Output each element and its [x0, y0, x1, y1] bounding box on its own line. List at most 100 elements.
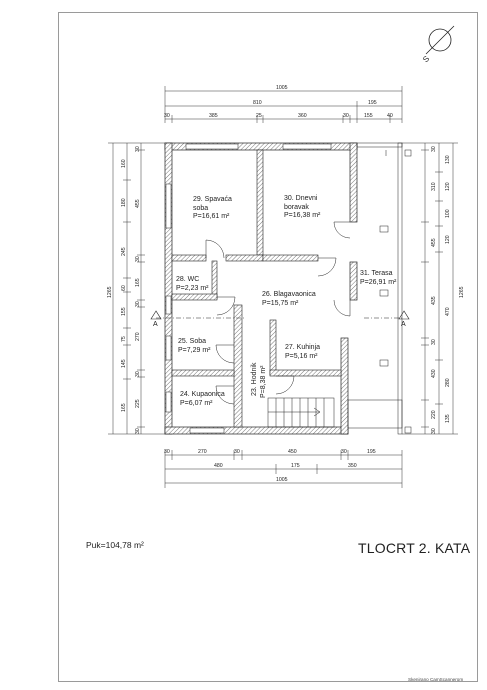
wall-right-lower	[340, 337, 349, 435]
top-dim-detail-7: 40	[387, 113, 393, 119]
right-dim-inner-8: 30	[431, 428, 437, 434]
section-label-left: A	[153, 321, 158, 328]
room-24-area: P=6,07 m²	[180, 400, 213, 407]
wall-kitchen-bottom	[269, 369, 342, 377]
right-dim-outer-7: 135	[445, 414, 451, 423]
room-28-name: 28. WC	[176, 276, 199, 283]
wall-wc-right	[211, 260, 218, 300]
left-dim-outer-8: 165	[121, 403, 127, 412]
left-dim-outer-2: 180	[121, 198, 127, 207]
right-dim-inner-7: 220	[431, 410, 437, 419]
right-dim-inner-6: 430	[431, 369, 437, 378]
bottom-dim-mid-3: 350	[348, 463, 357, 469]
left-dim-inner-6: 270	[135, 332, 141, 341]
left-dim-inner-5: 30	[135, 301, 141, 307]
terrace-outline	[347, 142, 412, 435]
section-label-right: A	[401, 321, 406, 328]
right-dim-inner-5: 30	[431, 339, 437, 345]
top-dim-total: 1005	[276, 85, 288, 91]
drawing-sheet-border	[58, 12, 478, 682]
staircase	[267, 397, 335, 428]
right-dim-inner-1: 30	[431, 146, 437, 152]
windows	[165, 143, 332, 434]
right-dim-inner-2: 310	[431, 182, 437, 191]
scan-credit: Skenirano CamScannerom	[408, 677, 464, 682]
bottom-dim-detail-4: 450	[288, 449, 297, 455]
bottom-dim-mid-1: 480	[214, 463, 223, 469]
top-dimensions	[164, 86, 403, 123]
room-31-area: P=26,91 m²	[360, 279, 397, 286]
bottom-dim-detail-2: 270	[198, 449, 207, 455]
top-dim-detail-6: 155	[364, 113, 373, 119]
left-dim-total: 1265	[107, 286, 113, 298]
room-30-name-line2: boravak	[284, 204, 309, 211]
room-28-area: P=2,23 m²	[176, 285, 209, 292]
top-dim-detail-5: 30	[343, 113, 349, 119]
left-dim-inner-1: 30	[135, 146, 141, 152]
right-dim-inner-4: 435	[431, 296, 437, 305]
wall-right-mid	[349, 261, 358, 301]
total-area-label: Puk=104,78 m²	[86, 540, 144, 550]
bottom-dimensions	[164, 450, 403, 488]
right-dim-outer-2: 120	[445, 182, 451, 191]
room-27-name: 27. Kuhinja	[285, 344, 320, 351]
room-23-area: P=8,38 m²	[260, 365, 267, 398]
top-dim-mid-1: 810	[253, 100, 262, 106]
wall-room-bath	[171, 369, 235, 377]
top-dim-detail-2: 385	[209, 113, 218, 119]
bottom-dim-detail-1: 30	[164, 449, 170, 455]
wall-wc-bottom	[171, 293, 218, 301]
left-dim-inner-7: 30	[135, 371, 141, 377]
room-26-name: 26. Blagavaonica	[262, 291, 316, 298]
top-dim-detail-1: 30	[164, 113, 170, 119]
room-29-area: P=16,61 m²	[193, 213, 230, 220]
left-dim-outer-1: 160	[121, 159, 127, 168]
top-dim-detail-3: 25	[256, 113, 262, 119]
wall-room-right	[233, 304, 243, 428]
room-25-area: P=7,29 m²	[178, 347, 211, 354]
top-dim-mid-2: 195	[368, 100, 377, 106]
right-dim-total: 1265	[459, 286, 465, 298]
right-dim-outer-5: 470	[445, 307, 451, 316]
wall-bedroom-living	[256, 149, 264, 256]
room-30-area: P=16,38 m²	[284, 212, 321, 219]
wall-living-bottom	[262, 254, 319, 262]
floor-plan-walls	[164, 142, 358, 435]
left-dim-outer-5: 155	[121, 307, 127, 316]
room-31-name: 31. Terasa	[360, 270, 393, 277]
room-25-name: 25. Soba	[178, 338, 206, 345]
left-dim-outer-4: 60	[121, 285, 127, 291]
wall-right-upper	[349, 142, 358, 223]
left-dim-outer-3: 245	[121, 247, 127, 256]
left-dim-inner-9: 30	[135, 428, 141, 434]
room-27-area: P=5,16 m²	[285, 353, 318, 360]
right-dimensions	[402, 142, 458, 435]
wall-bedroom-bottom-2	[225, 254, 264, 262]
room-29-name: 29. Spavaća	[193, 196, 232, 203]
door-swings	[205, 221, 351, 405]
left-dim-outer-7: 145	[121, 359, 127, 368]
left-dim-inner-2: 455	[135, 199, 141, 208]
right-dim-outer-6: 280	[445, 378, 451, 387]
left-dim-outer-6: 75	[121, 336, 127, 342]
bottom-dim-mid-2: 175	[291, 463, 300, 469]
bottom-dim-detail-6: 195	[367, 449, 376, 455]
room-30-name: 30. Dnevni	[284, 195, 318, 202]
wall-bedroom-bottom	[171, 254, 207, 262]
drawing-title: TLOCRT 2. KATA	[358, 540, 471, 556]
compass-north-letter: S	[421, 54, 431, 64]
room-29-name-line2: soba	[193, 205, 208, 212]
room-23-name: 23. Hodnik	[251, 362, 258, 396]
bottom-dim-detail-5: 30	[341, 449, 347, 455]
section-marker-left: A	[150, 310, 162, 328]
left-dim-inner-3: 30	[135, 256, 141, 262]
left-dim-inner-8: 225	[135, 399, 141, 408]
section-marker-right: A	[398, 310, 410, 328]
left-dim-inner-4: 165	[135, 278, 141, 287]
right-dim-outer-4: 120	[445, 235, 451, 244]
bottom-dim-detail-3: 30	[234, 449, 240, 455]
wall-kitchen-left	[269, 319, 277, 376]
compass-icon: S	[421, 25, 455, 64]
left-dimensions	[108, 142, 165, 435]
